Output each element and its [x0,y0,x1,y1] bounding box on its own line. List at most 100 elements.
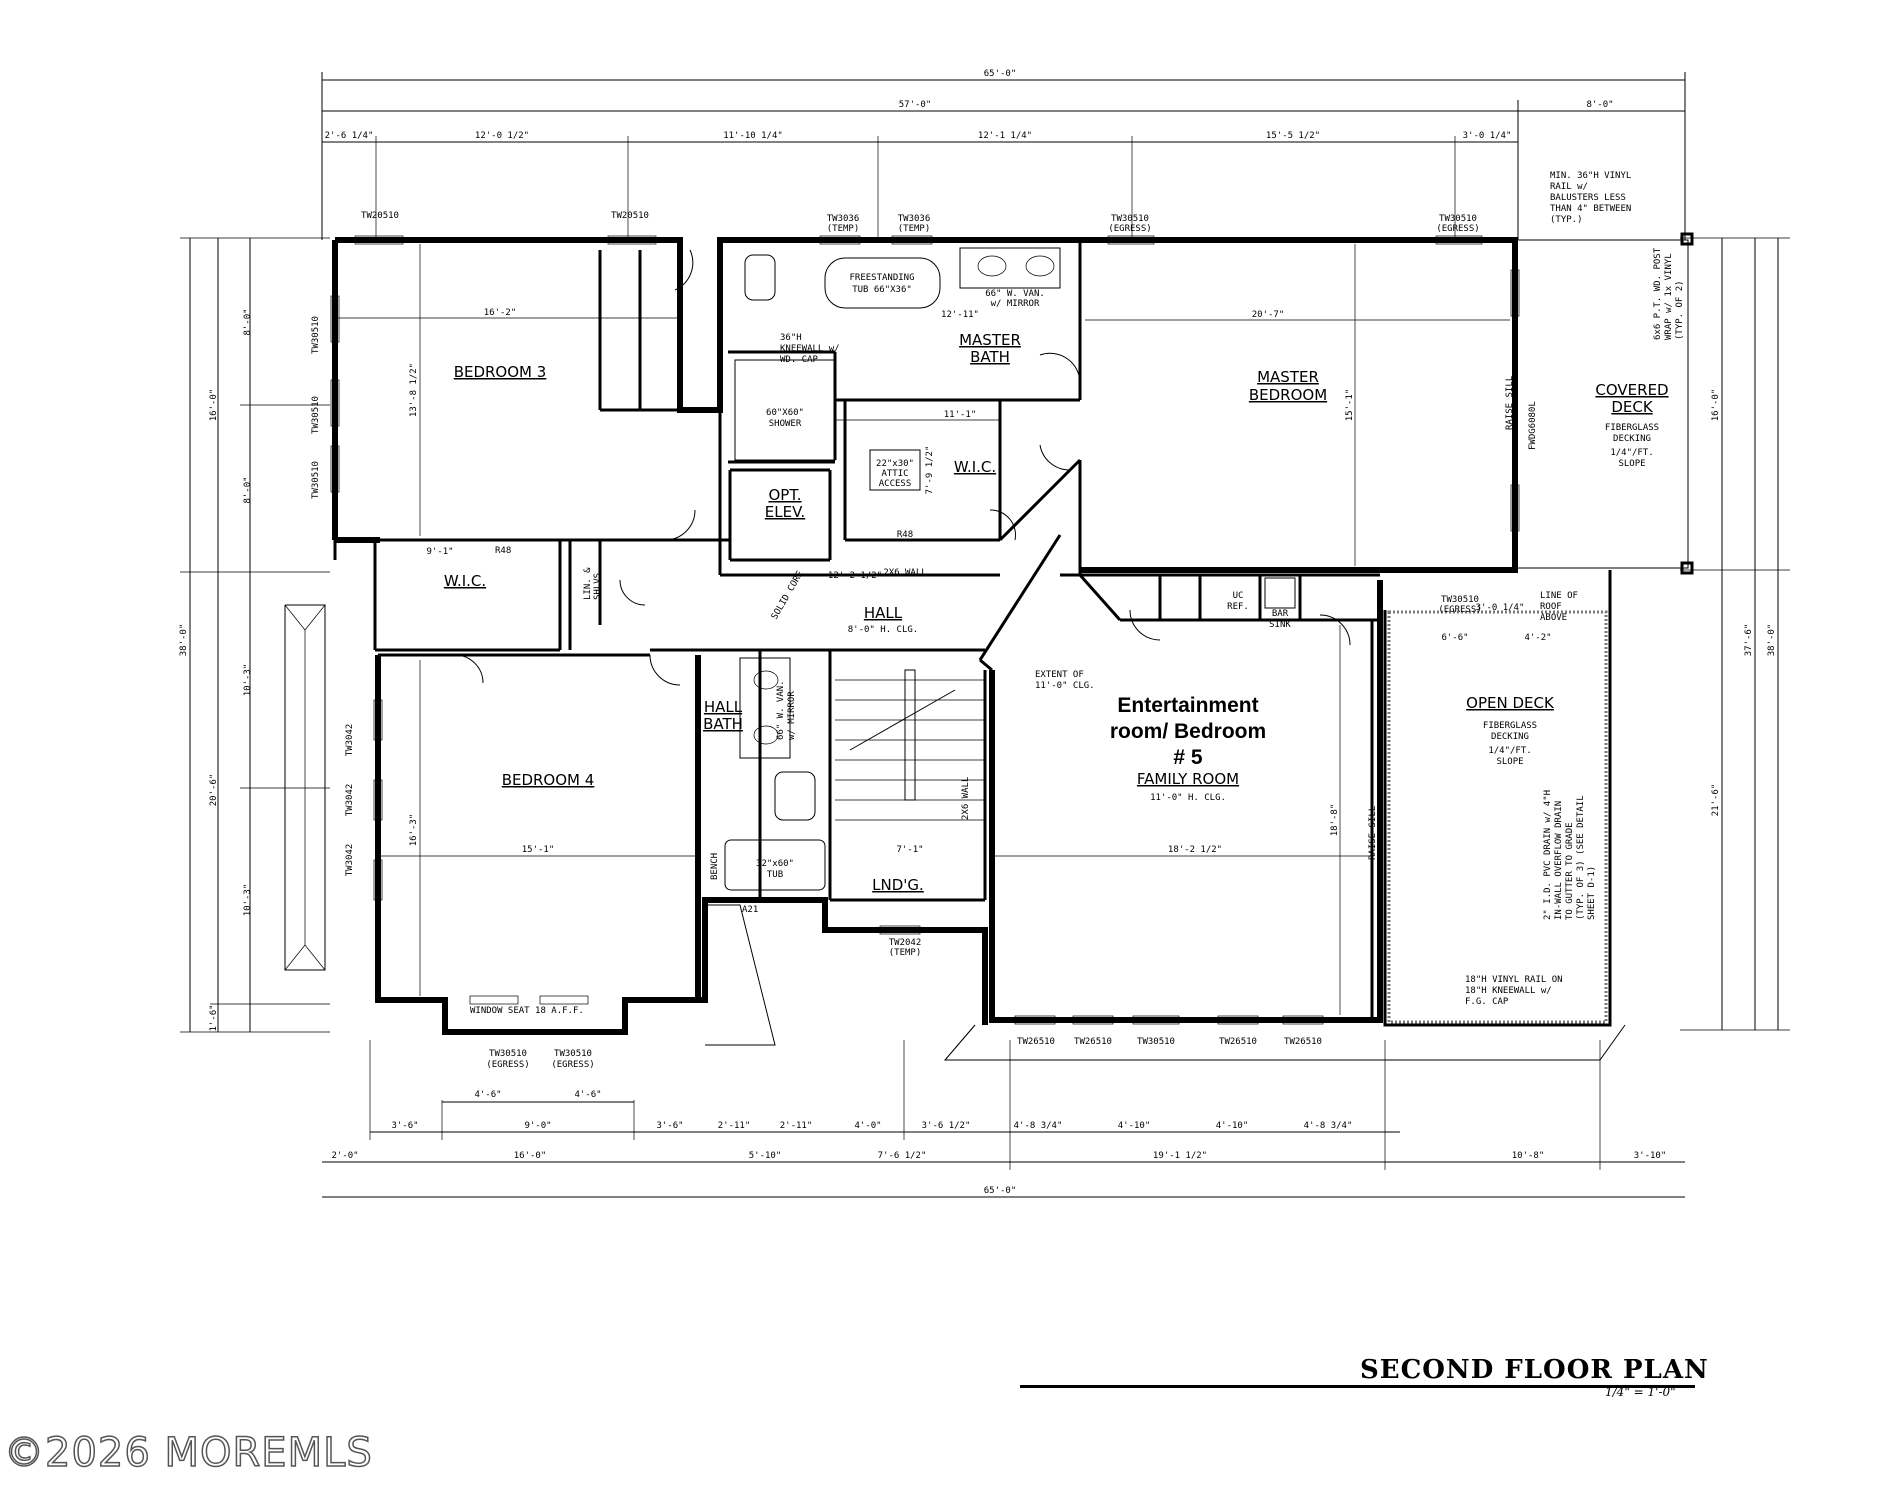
room-label-master-bath-1: MASTER [959,331,1021,349]
bottom-dim: 4'-10" [1216,1121,1249,1131]
door-swings [454,249,1351,686]
wall-note: 2X6 WALL [961,777,971,820]
dim-open-width-2: 4'-2" [1524,633,1551,643]
right-dimensions: 16'-0" 37'-6" 38'-0" 21'-6" [1680,237,1790,1031]
window-tag: (EGRESS) [486,1060,529,1070]
left-dim: 20'-6" [209,774,219,807]
ref-note: UC REF. [1227,591,1249,612]
note-line: 1/4"/FT. [1610,448,1653,458]
master-vanity [959,247,1061,289]
raise-sill-note: RAISE SILL [1505,376,1515,430]
rail18-note: 18"H VINYL RAIL ON 18"H KNEEWALL w/ F.G.… [1465,975,1563,1007]
top-seg-3: 11'-10 1/4" [723,131,783,141]
note-line: 66" W. VAN. [985,289,1045,299]
door-swing [989,509,1016,541]
dim-8: 8'-0" [1586,100,1613,110]
note-line: 11'-0" CLG. [1035,681,1095,691]
window-tag: (TEMP) [827,224,860,234]
bar-sink-note: BAR SINK [1269,609,1291,630]
plan-title: SECOND FLOOR PLAN [1360,1355,1709,1385]
bar-sink [1264,577,1296,609]
window-tag: TW30510 [1439,214,1477,224]
dim-bed3-height: 13'-8 1/2" [409,363,419,417]
bottom-dim: 19'-1 1/2" [1153,1151,1207,1161]
left-dim: 1'-6" [209,1004,219,1031]
dim-wic-height: 7'-9 1/2" [925,446,935,495]
window-tag: TW3036 [898,214,931,224]
bottom-dim: 4'-10" [1118,1121,1151,1131]
note-line: ROOF [1540,602,1562,612]
extent-note: EXTENT OF 11'-0" CLG. [1035,670,1095,691]
door-swing [619,579,646,606]
bottom-dim: 3'-10" [1634,1151,1667,1161]
note-line: FIBERGLASS [1605,423,1659,433]
fixtures [724,247,1296,891]
top-dimensions: 65'-0" 57'-0" 8'-0" 2'-6 1/4" 12'-0 1/2"… [321,69,1686,240]
note-line: LIN. & [583,567,593,600]
note-line: 36"H [780,333,802,343]
door-swing [1039,444,1071,471]
covered-deck-note: FIBERGLASS DECKING 1/4"/FT. SLOPE [1605,423,1659,469]
sink [753,725,779,745]
hall-tub-note: 32"x60" TUB [756,859,794,880]
room-label-family-room: FAMILY ROOM [1137,770,1239,788]
bottom-dim: 4'-6" [574,1090,601,1100]
note-line: 66" W. VAN. [776,680,786,740]
bottom-dim: 10'-8" [1512,1151,1545,1161]
title-underline [1020,1385,1695,1388]
left-dimensions: 8'-0" 16'-0" 8'-0" 38'-0" 10'-3" 20'-6" … [179,237,330,1033]
shower-note: 60"X60" SHOWER [766,408,804,429]
watermark: ©2026 MOREMLS [3,1429,373,1477]
bottom-dimensions: 4'-6" 4'-6" 3'-6" 9'-0" 3'-6" 2'-11" 2'-… [322,1040,1685,1198]
window-tag: TW3042 [345,844,355,877]
note-line: SHEET D-1) [1587,866,1597,920]
bottom-dim: 2'-11" [718,1121,751,1131]
bottom-dim: 4'-0" [854,1121,881,1131]
note-line: BALUSTERS LESS [1550,193,1626,203]
bottom-dim: 4'-8 3/4" [1304,1121,1353,1131]
open-deck-outline [1387,610,1608,1024]
post-note: 6x6 P.T. WD. POST WRAP w/ 1x VINYL (TYP.… [1653,247,1685,340]
note-line: 6x6 P.T. WD. POST [1653,247,1663,340]
note-line: WD. CAP [780,355,819,365]
note-line: TUB [767,870,783,880]
room-label-landing: LND'G. [872,876,924,894]
dim-landing-width: 7'-1" [896,845,923,855]
a21-label: A21 [742,905,758,915]
window-tag: TW30510 [311,396,321,434]
dim-bed3-width: 16'-2" [484,308,517,318]
bottom-dim: 16'-0" [514,1151,547,1161]
bench-label: BENCH [710,853,720,880]
dim-covered-depth: 3'-0 1/4" [1476,603,1525,613]
open-deck-note: FIBERGLASS DECKING 1/4"/FT. SLOPE [1483,721,1537,767]
left-dim: 10'-3" [243,664,253,697]
room-label-opt-elev-2: ELEV. [765,503,805,521]
dim-hall-width: 12'-2 1/2" [828,571,882,581]
window-seat-note: WINDOW SEAT 18 A.F.F. [470,1006,584,1016]
roof-note: LINE OF ROOF ABOVE [1540,591,1578,623]
sink [753,670,779,690]
dim-bed4-width: 15'-1" [522,845,555,855]
window-tag: TW3042 [345,724,355,757]
raise-sill-note: RAISE SILL [1368,806,1378,860]
plan-scale: 1/4" = 1'-0" [1605,1385,1676,1399]
linen-note: LIN. & SHLVS. [583,567,603,600]
room-label-wic-left: W.I.C. [444,572,486,590]
top-seg-1: 2'-6 1/4" [325,131,374,141]
window-tag: TW26510 [1017,1037,1055,1047]
door-swing [1319,614,1351,646]
toilet [774,771,816,821]
window-tag: (EGRESS) [1438,605,1481,615]
hall-vanity [739,657,791,759]
bottom-dim: 5'-10" [749,1151,782,1161]
note-line: 18"H KNEEWALL w/ [1465,986,1552,996]
note-line: SHOWER [769,419,802,429]
bottom-dim: 9'-0" [524,1121,551,1131]
window-tag: TW30510 [311,316,321,354]
note-line: TUB 66"X36" [852,285,912,295]
window-tag: TW30510 [489,1049,527,1059]
note-line: SHLVS. [593,567,603,600]
note-line: REF. [1227,602,1249,612]
note-line: KNEEWALL w/ [780,344,840,354]
